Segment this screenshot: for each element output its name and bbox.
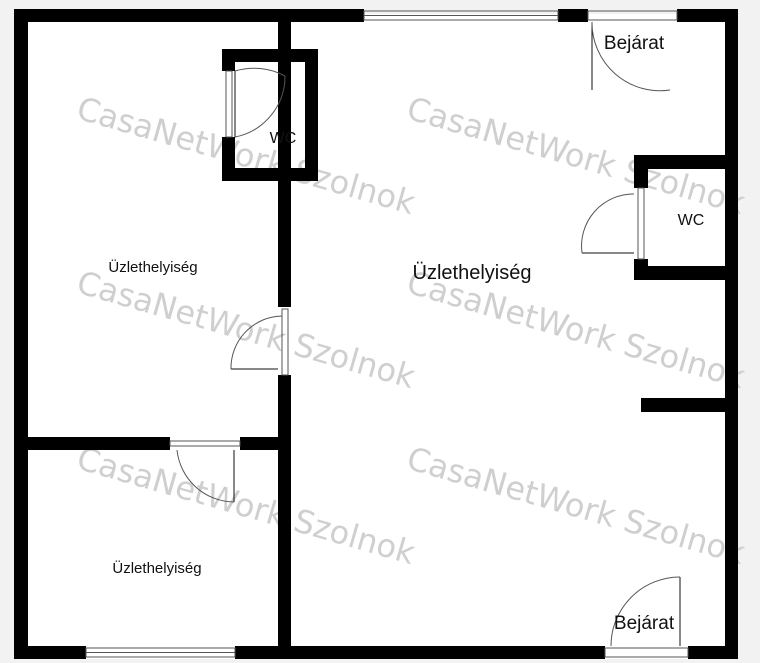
entrance-label-top: Bejárat <box>604 33 665 54</box>
door-frame-left-partition <box>169 440 241 447</box>
door-swing-wc-right <box>581 193 635 254</box>
wall-bottom-mid <box>235 646 605 659</box>
wall-middle-upper <box>278 9 291 307</box>
wall-bottom-left <box>14 646 86 659</box>
room-label-left-bottom: Üzlethelyiség <box>112 559 201 577</box>
entrance-label-bottom: Bejárat <box>614 613 675 634</box>
wall-wc-left-side-bottom <box>222 137 235 181</box>
door-swing-middle <box>230 315 283 370</box>
window-top-right <box>587 10 678 21</box>
door-swing-left-partition <box>176 449 235 503</box>
wall-left-partition-a <box>14 437 170 450</box>
door-frame-wc-right <box>637 187 645 260</box>
wall-wc-right-bottom <box>634 266 738 280</box>
wall-right-stub <box>641 398 738 412</box>
wall-bottom-right <box>688 646 738 659</box>
wall-right <box>725 9 738 659</box>
wall-top-mid <box>558 9 588 22</box>
wall-wc-left-right <box>305 49 318 181</box>
wc-label-left: WC <box>270 130 297 147</box>
room-label-main: Üzlethelyiség <box>413 262 532 284</box>
wc-label-right: WC <box>678 212 705 229</box>
door-swing-entrance-top <box>591 21 671 92</box>
labels: Üzlethelyiség Üzlethelyiség Üzlethelyisé… <box>108 33 704 634</box>
wall-wc-right-side-bottom <box>634 259 648 280</box>
room-label-left-top: Üzlethelyiség <box>108 258 197 276</box>
wall-middle-lower <box>278 375 291 659</box>
doors <box>169 21 681 647</box>
door-frame-middle <box>281 308 289 376</box>
wall-top-right <box>677 9 738 22</box>
door-swing-entrance-bottom <box>610 576 681 647</box>
door-frame-wc-left <box>225 70 233 138</box>
wall-wc-left-side-top <box>222 49 235 71</box>
window-bottom-right <box>604 647 689 658</box>
wall-wc-left-bottom <box>222 168 318 181</box>
wall-top-left <box>14 9 364 22</box>
wall-left-partition-b <box>240 437 291 450</box>
door-swing-wc-left <box>234 67 286 138</box>
wall-left <box>14 9 28 659</box>
wall-wc-left-top <box>222 49 318 62</box>
wall-wc-right-top <box>634 155 738 169</box>
windows <box>85 10 689 658</box>
wall-wc-right-side-top <box>634 155 648 188</box>
floor <box>14 14 738 659</box>
walls <box>14 9 738 659</box>
